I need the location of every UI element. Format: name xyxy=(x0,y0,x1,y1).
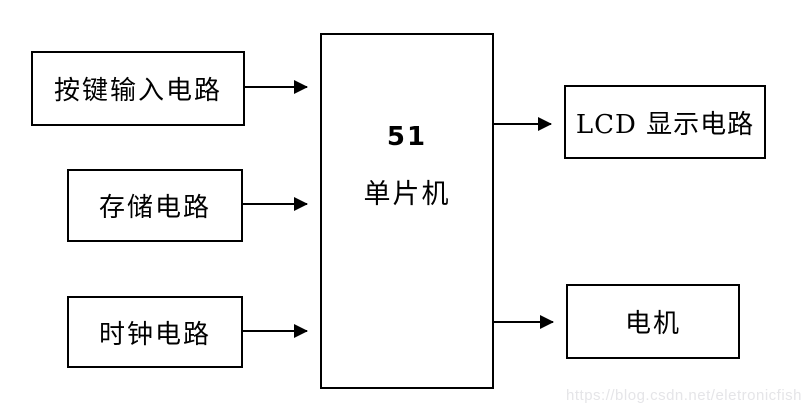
block-storage-circuit: 存储电路 xyxy=(67,169,243,242)
arrow-key-input-to-mcu xyxy=(245,80,308,94)
mcu-label-line2: 单片机 xyxy=(363,179,451,210)
block-51-mcu: 51 单片机 xyxy=(320,33,494,389)
arrow-clock-to-mcu xyxy=(243,324,308,338)
csdn-watermark: https://blog.csdn.net/eletronicfish xyxy=(566,387,802,404)
block-label: 按键输入电路 xyxy=(53,76,222,106)
block-label: 存储电路 xyxy=(98,193,211,223)
mcu-label-line1: 51 xyxy=(386,122,428,152)
block-label: 电机 xyxy=(624,309,681,339)
arrow-mcu-to-motor xyxy=(494,315,554,329)
mcu-label-group: 51 单片机 xyxy=(364,108,451,224)
block-key-input-circuit: 按键输入电路 xyxy=(31,51,245,126)
block-lcd-display-circuit: LCD 显示电路 xyxy=(564,85,766,159)
arrow-mcu-to-lcd xyxy=(494,117,552,131)
block-motor: 电机 xyxy=(566,284,740,359)
block-label: LCD 显示电路 xyxy=(575,109,755,140)
arrow-storage-to-mcu xyxy=(243,197,308,211)
block-clock-circuit: 时钟电路 xyxy=(67,296,243,368)
block-label: 时钟电路 xyxy=(98,319,211,350)
